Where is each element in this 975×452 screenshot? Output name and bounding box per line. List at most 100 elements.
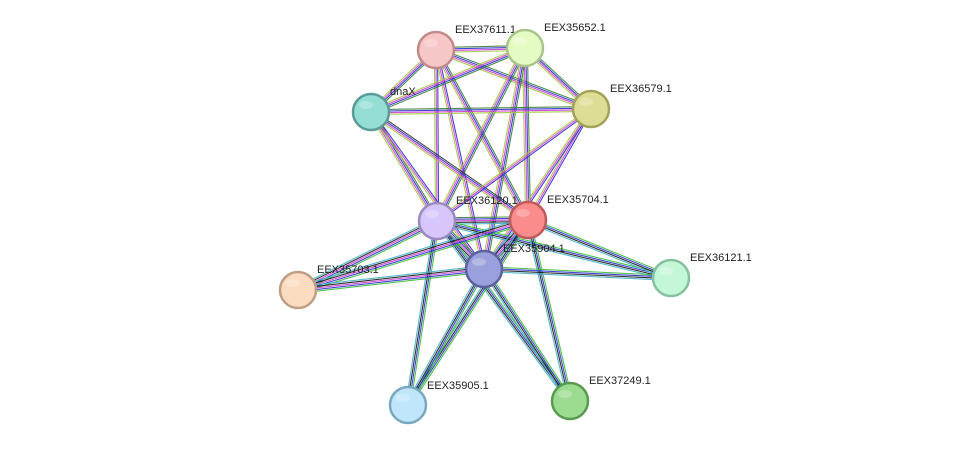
node-EEX35704[interactable]: EEX35704.1 — [508, 194, 609, 240]
edge-EEX35652-EEX35704 — [522, 47, 531, 221]
edge-evidence-line — [408, 220, 530, 406]
node-label: EEX35904.1 — [503, 243, 565, 255]
edge-evidence-line — [369, 45, 525, 111]
edge-evidence-line — [437, 219, 672, 278]
node-highlight — [472, 258, 486, 266]
node-EEX35703[interactable]: EEX35703.1 — [278, 264, 379, 310]
edge-EEX35904-EEX37249 — [481, 267, 573, 403]
edge-evidence-line — [369, 113, 527, 223]
edge-evidence-line — [296, 217, 436, 288]
edges-layer — [296, 45, 673, 407]
edge-EEX37611-EEX36120 — [433, 49, 440, 222]
edge-evidence-line — [485, 267, 573, 400]
edge-evidence-line — [435, 50, 591, 111]
node-circle[interactable] — [505, 28, 545, 68]
edge-evidence-line — [437, 220, 572, 401]
edge-evidence-line — [528, 217, 673, 277]
edge-evidence-line — [482, 269, 570, 402]
edge-evidence-line — [484, 267, 672, 278]
node-circle[interactable] — [278, 270, 318, 310]
node-highlight — [286, 279, 300, 287]
edge-evidence-line — [526, 221, 671, 281]
edge-evidence-line — [296, 216, 528, 288]
node-circle[interactable] — [417, 201, 457, 241]
edge-evidence-line — [370, 46, 525, 112]
edge-evidence-line — [434, 46, 524, 221]
edge-evidence-line — [437, 48, 527, 222]
node-EEX36120[interactable]: EEX36120.1 — [417, 195, 518, 241]
edge-evidence-line — [437, 49, 440, 221]
node-EEX36121[interactable]: EEX36121.1 — [651, 252, 752, 298]
edge-EEX35652-dnaX — [369, 45, 527, 115]
edge-evidence-line — [434, 222, 569, 403]
edge-evidence-line — [433, 50, 436, 222]
edge-evidence-line — [434, 51, 591, 112]
edge-evidence-line — [372, 109, 530, 219]
edge-evidence-line — [369, 112, 437, 222]
node-label: EEX35703.1 — [317, 264, 379, 276]
edge-evidence-line — [406, 268, 484, 405]
edge-evidence-line — [482, 107, 591, 269]
edge-evidence-line — [525, 220, 569, 402]
edge-evidence-line — [436, 221, 671, 280]
node-circle[interactable] — [508, 200, 548, 240]
edge-EEX35652-EEX36120 — [434, 46, 528, 223]
edge-EEX37611-EEX36579 — [434, 47, 593, 112]
node-circle[interactable] — [416, 30, 456, 70]
node-highlight — [558, 390, 572, 398]
node-label: EEX36121.1 — [690, 252, 752, 264]
edge-evidence-line — [436, 48, 592, 109]
edge-evidence-line — [437, 109, 593, 223]
node-EEX36579[interactable]: EEX36579.1 — [571, 83, 672, 129]
edge-evidence-line — [433, 50, 527, 222]
node-EEX37249[interactable]: EEX37249.1 — [550, 375, 651, 421]
edge-evidence-line — [484, 266, 672, 277]
node-label: dnaX — [390, 86, 416, 98]
edge-evidence-line — [435, 47, 525, 221]
node-circle[interactable] — [351, 92, 391, 132]
node-highlight — [396, 394, 410, 402]
node-label: EEX36120.1 — [456, 195, 518, 207]
edge-evidence-line — [483, 269, 671, 280]
node-EEX35905[interactable]: EEX35905.1 — [388, 380, 489, 425]
edge-evidence-line — [526, 47, 531, 220]
edge-evidence-line — [297, 266, 484, 289]
node-EEX35652[interactable]: EEX35652.1 — [505, 22, 606, 68]
edge-evidence-line — [371, 111, 439, 221]
node-label: EEX36579.1 — [610, 83, 672, 95]
node-highlight — [659, 267, 673, 275]
node-label: EEX35905.1 — [427, 380, 489, 392]
edge-evidence-line — [297, 268, 485, 291]
edge-EEX35904-EEX35703 — [297, 265, 485, 294]
edge-evidence-line — [372, 110, 440, 221]
edge-evidence-line — [435, 221, 570, 402]
edge-evidence-line — [297, 265, 484, 288]
node-highlight — [516, 209, 530, 217]
node-EEX35904[interactable]: EEX35904.1 — [464, 243, 565, 289]
node-highlight — [425, 210, 439, 218]
node-dnaX[interactable]: dnaX — [351, 86, 416, 132]
node-circle[interactable] — [651, 258, 691, 298]
node-label: EEX37249.1 — [589, 375, 651, 387]
edge-evidence-line — [522, 48, 527, 221]
edge-evidence-line — [297, 219, 529, 291]
edge-evidence-line — [436, 108, 592, 222]
edge-evidence-line — [523, 48, 528, 221]
edge-evidence-line — [406, 219, 528, 405]
edge-EEX35904-EEX35905 — [405, 267, 487, 407]
node-label: EEX35704.1 — [547, 194, 609, 206]
node-EEX37611[interactable]: EEX37611.1 — [416, 24, 516, 70]
node-circle[interactable] — [550, 381, 590, 421]
edge-evidence-line — [297, 219, 437, 290]
node-circle[interactable] — [571, 89, 611, 129]
node-circle[interactable] — [388, 385, 428, 425]
edge-evidence-line — [435, 49, 438, 222]
edge-evidence-line — [435, 107, 591, 221]
edge-evidence-line — [370, 106, 591, 111]
edge-EEX36120-EEX37249 — [434, 219, 573, 403]
node-circle[interactable] — [464, 249, 504, 289]
edge-evidence-line — [526, 220, 570, 402]
edge-EEX36579-EEX36120 — [435, 107, 593, 223]
